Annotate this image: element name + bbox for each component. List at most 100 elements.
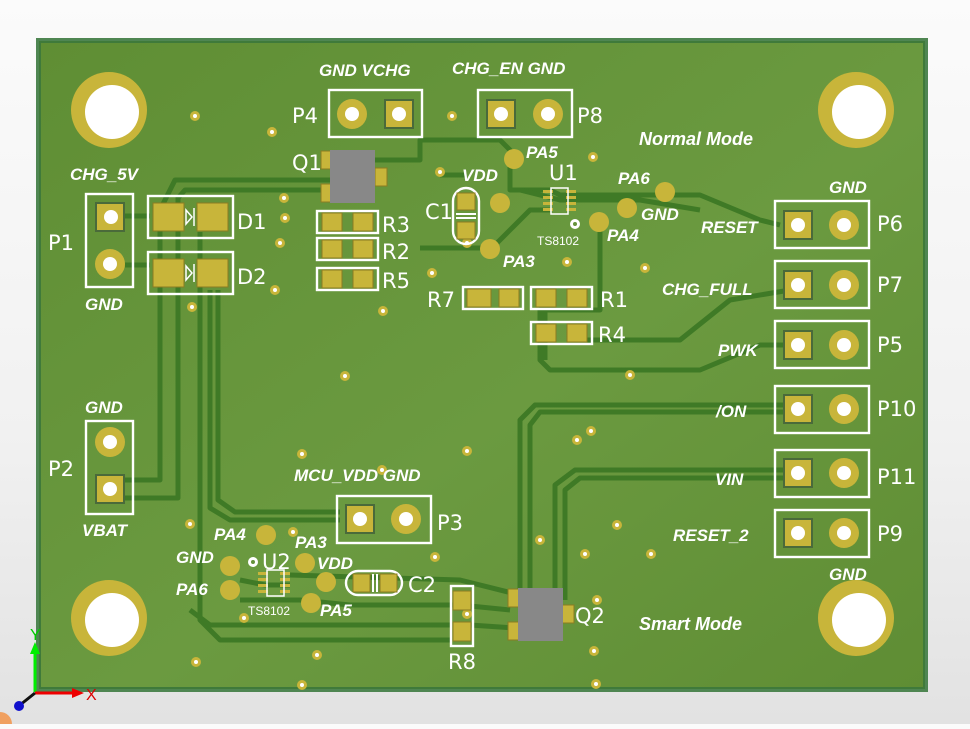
- label-p1-gnd: GND: [85, 295, 123, 314]
- ref-q2: Q2: [575, 604, 605, 628]
- mounting-holes: [71, 72, 894, 656]
- ref-p7: P7: [877, 273, 903, 297]
- label-p6-gnd: GND: [829, 178, 867, 197]
- label-on: /ON: [715, 402, 747, 421]
- via-hole: [575, 438, 579, 442]
- ref-r8: R8: [448, 650, 476, 674]
- via-hole: [538, 538, 542, 542]
- label-u2-pa3: PA3: [295, 533, 327, 552]
- chip-label-u2: TS8102: [248, 604, 290, 618]
- via-hole: [381, 309, 385, 313]
- label-u1-pa4: PA4: [607, 226, 639, 245]
- transistor-q2[interactable]: Q2: [507, 588, 605, 641]
- via-hole: [193, 114, 197, 118]
- via-hole: [615, 523, 619, 527]
- header-p7[interactable]: P7 CHG_FULL: [662, 259, 903, 310]
- ref-p9: P9: [877, 522, 903, 546]
- via-hole: [242, 616, 246, 620]
- ref-p6: P6: [877, 212, 903, 236]
- resistor-r8[interactable]: R8: [448, 584, 476, 674]
- label-u1-vdd: VDD: [462, 166, 498, 185]
- y-axis-label: Y: [30, 627, 41, 644]
- ref-c2: C2: [408, 573, 436, 597]
- label-p2-gnd: GND: [85, 398, 123, 417]
- axis-indicator: Y X: [14, 627, 97, 711]
- ref-u1: U1: [549, 161, 578, 185]
- label-reset: RESET: [701, 218, 759, 237]
- view-cube-corner[interactable]: [0, 712, 12, 729]
- header-p6[interactable]: P6 RESET GND: [701, 178, 903, 250]
- via-hole: [433, 555, 437, 559]
- resistor-r7[interactable]: R7: [427, 285, 525, 312]
- ref-r1: R1: [600, 288, 628, 312]
- via-hole: [190, 305, 194, 309]
- header-p5[interactable]: P5 PWK: [718, 319, 903, 370]
- chip-u2[interactable]: U2 TS8102 PA4 PA3 GND VDD PA6 PA5: [176, 525, 353, 620]
- diode-d2[interactable]: D2: [146, 250, 267, 296]
- pin-hole: [104, 210, 118, 224]
- ref-p3: P3: [437, 511, 463, 535]
- via-hole: [595, 598, 599, 602]
- label-u2-gnd: GND: [176, 548, 214, 567]
- via-hole: [273, 288, 277, 292]
- via-hole: [592, 649, 596, 653]
- header-p3[interactable]: P3 MCU_VDD GND: [294, 466, 463, 545]
- via-hole: [300, 683, 304, 687]
- resistor-r3[interactable]: R3: [315, 209, 410, 237]
- via-hole: [643, 266, 647, 270]
- header-p1[interactable]: P1 CHG_5V GND: [48, 165, 140, 314]
- transistor-q1[interactable]: Q1: [292, 150, 388, 203]
- ref-r3: R3: [382, 213, 410, 237]
- ref-p11: P11: [877, 465, 916, 489]
- vias: [185, 111, 656, 690]
- via-hole: [300, 452, 304, 456]
- via-hole: [380, 468, 384, 472]
- via-hole: [591, 155, 595, 159]
- chip-label-u1: TS8102: [537, 234, 579, 248]
- label-pwk: PWK: [718, 341, 759, 360]
- label-u2-pa5: PA5: [320, 601, 352, 620]
- via-hole: [283, 216, 287, 220]
- label-u2-vdd: VDD: [317, 554, 353, 573]
- ref-r4: R4: [598, 323, 626, 347]
- diode-d1[interactable]: D1: [146, 194, 267, 240]
- pcb-board: [36, 38, 928, 692]
- ref-p2: P2: [48, 457, 74, 481]
- via-hole: [565, 260, 569, 264]
- via-hole: [430, 271, 434, 275]
- label-smart-mode: Smart Mode: [639, 614, 742, 634]
- via-hole: [270, 130, 274, 134]
- label-reset-2: RESET_2: [673, 526, 749, 545]
- header-p4[interactable]: P4 GND VCHG: [292, 61, 424, 139]
- header-p2[interactable]: P2 GND VBAT: [48, 398, 135, 540]
- via-hole: [465, 449, 469, 453]
- ref-q1: Q1: [292, 151, 322, 175]
- ref-p4: P4: [292, 104, 318, 128]
- ref-c1: C1: [425, 200, 453, 224]
- resistor-r4[interactable]: R4: [529, 320, 626, 347]
- via-hole: [278, 241, 282, 245]
- header-p8[interactable]: P8 CHG_EN GND: [452, 59, 603, 139]
- via-hole: [465, 612, 469, 616]
- z-axis-dot: [14, 701, 24, 711]
- resistor-r5[interactable]: R5: [315, 266, 410, 293]
- header-p9[interactable]: P9 RESET_2 GND: [673, 508, 903, 584]
- label-vbat: VBAT: [82, 521, 129, 540]
- via-hole: [188, 522, 192, 526]
- chip-u1[interactable]: U1 TS8102 PA5 VDD PA6 GND PA4 PA3: [462, 143, 679, 271]
- resistor-r1[interactable]: R1: [529, 285, 628, 312]
- ref-u2: U2: [262, 550, 291, 574]
- capacitor-c1[interactable]: C1: [425, 186, 481, 246]
- resistor-r2[interactable]: R2: [315, 236, 410, 264]
- ref-r5: R5: [382, 269, 410, 293]
- capacitor-c2[interactable]: C2: [344, 569, 436, 597]
- ref-r2: R2: [382, 240, 410, 264]
- header-p10[interactable]: P10 /ON: [715, 384, 916, 435]
- header-p11[interactable]: P11 VIN: [715, 448, 916, 499]
- label-u1-pa3: PA3: [503, 252, 535, 271]
- label-vin: VIN: [715, 470, 744, 489]
- ref-p1: P1: [48, 231, 74, 255]
- via-hole: [282, 196, 286, 200]
